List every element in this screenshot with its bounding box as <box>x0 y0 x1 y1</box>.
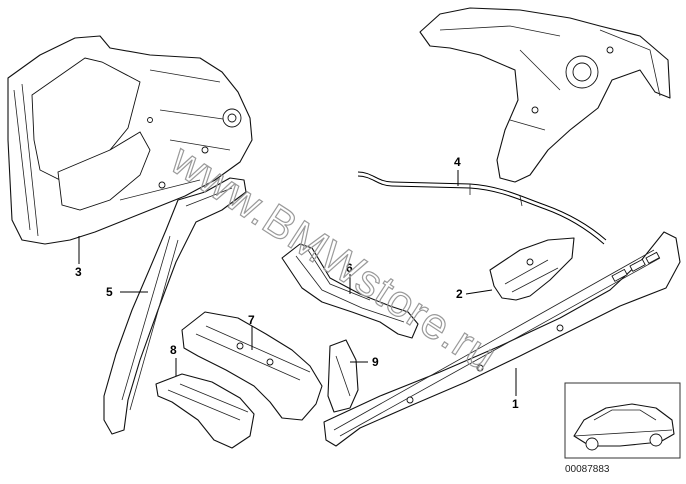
part-2-bracket <box>489 237 575 301</box>
part-8-bracket <box>155 373 255 449</box>
callout-1: 1 <box>512 397 519 411</box>
part-1-sill <box>323 231 681 447</box>
part-9-plate <box>327 339 359 413</box>
callout-7: 7 <box>248 313 255 327</box>
callout-3: 3 <box>75 265 82 279</box>
callout-4: 4 <box>454 155 461 169</box>
callout-2: 2 <box>456 287 463 301</box>
callout-6: 6 <box>346 261 353 275</box>
callout-labels: 3 4 5 6 2 7 8 9 1 <box>75 155 519 411</box>
part-3-side-frame <box>7 35 253 245</box>
car-thumbnail <box>564 382 681 459</box>
part-4-cable <box>357 171 607 245</box>
callout-9: 9 <box>372 355 379 369</box>
leader-lines <box>78 170 517 396</box>
callout-5: 5 <box>106 285 113 299</box>
reference-code: 00087883 <box>565 464 610 475</box>
callout-8: 8 <box>170 343 177 357</box>
part-5-pillar <box>103 177 247 435</box>
part-upper-right-wheelhouse <box>419 7 671 183</box>
